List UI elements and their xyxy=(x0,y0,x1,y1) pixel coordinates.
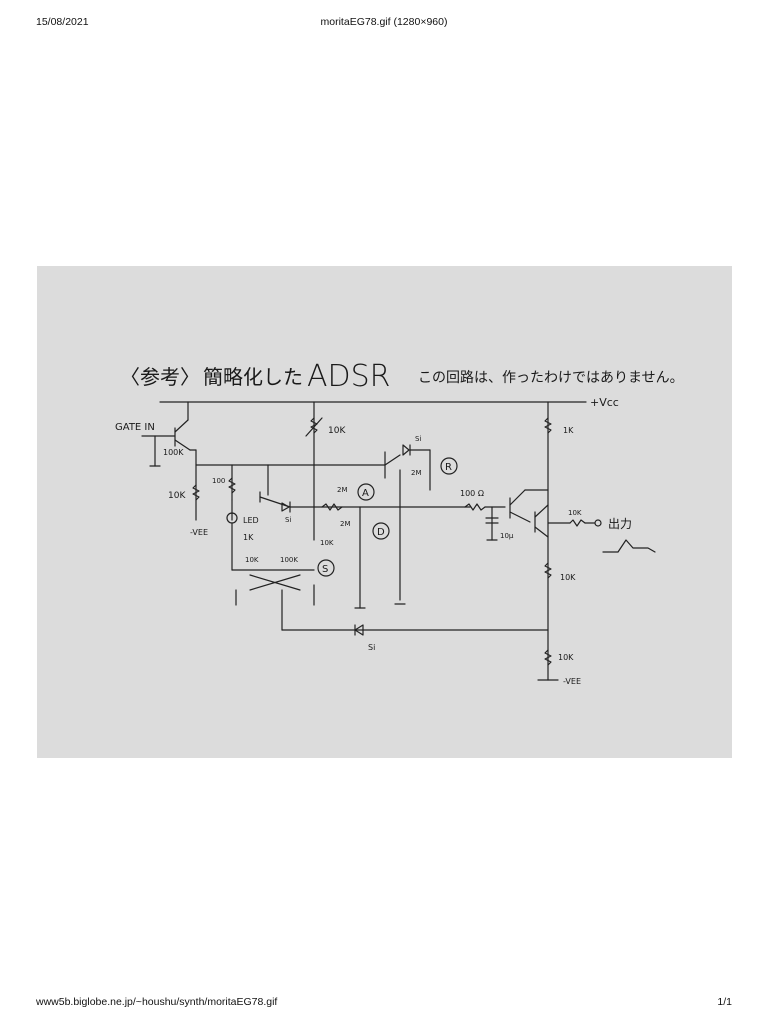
label-10k-left: 10K xyxy=(168,491,186,501)
label-100-ohm: 100 Ω xyxy=(460,489,484,498)
print-date: 15/08/2021 xyxy=(36,16,89,28)
knob-r: R xyxy=(445,462,452,473)
label-gate-in: GATE IN xyxy=(115,422,155,433)
label-10-out: 10K xyxy=(568,509,582,517)
label-vee-left: -VEE xyxy=(190,528,208,537)
title-main: ADSR xyxy=(307,359,391,394)
label-si-bottom: Si xyxy=(368,643,375,652)
label-100-led: 100 xyxy=(212,477,225,485)
label-100k-ff: 100K xyxy=(280,556,298,564)
print-title: moritaEG78.gif (1280×960) xyxy=(320,16,448,28)
label-vcc: +Vcc xyxy=(590,396,619,409)
label-10k-s: 10K xyxy=(320,539,334,547)
label-10k-ff: 10K xyxy=(245,556,259,564)
label-1k-led: 1K xyxy=(243,533,254,542)
label-output: 出力 xyxy=(608,517,632,531)
label-2m-d: 2M xyxy=(340,520,351,528)
knob-d: D xyxy=(377,527,385,538)
label-cap-10u: 10μ xyxy=(500,532,514,540)
label-10k-top: 10K xyxy=(328,426,346,436)
label-led: LED xyxy=(243,516,259,525)
title-bracket: 〈参考〉 xyxy=(120,365,200,389)
label-10k-bottom: 10K xyxy=(558,653,574,662)
schematic-image xyxy=(37,266,732,758)
title-note: この回路は、作ったわけではありません。 xyxy=(418,370,684,386)
knob-s: S xyxy=(322,564,328,575)
print-page-number: 1/1 xyxy=(717,996,732,1008)
print-url: www5b.biglobe.ne.jp/~houshu/synth/morita… xyxy=(36,996,278,1008)
label-si-1: Si xyxy=(285,516,291,524)
envelope-waveform xyxy=(602,539,656,553)
label-si-top: Si xyxy=(415,435,421,443)
title-jp: 簡略化した xyxy=(203,365,303,389)
label-100k-gate: 100K xyxy=(163,448,184,457)
label-2m-a: 2M xyxy=(337,486,348,494)
label-2m-r: 2M xyxy=(411,469,422,477)
knob-a: A xyxy=(362,488,369,499)
label-10k-right: 10K xyxy=(560,573,576,582)
label-1k-right: 1K xyxy=(563,426,574,435)
label-vee-right: -VEE xyxy=(563,677,581,686)
